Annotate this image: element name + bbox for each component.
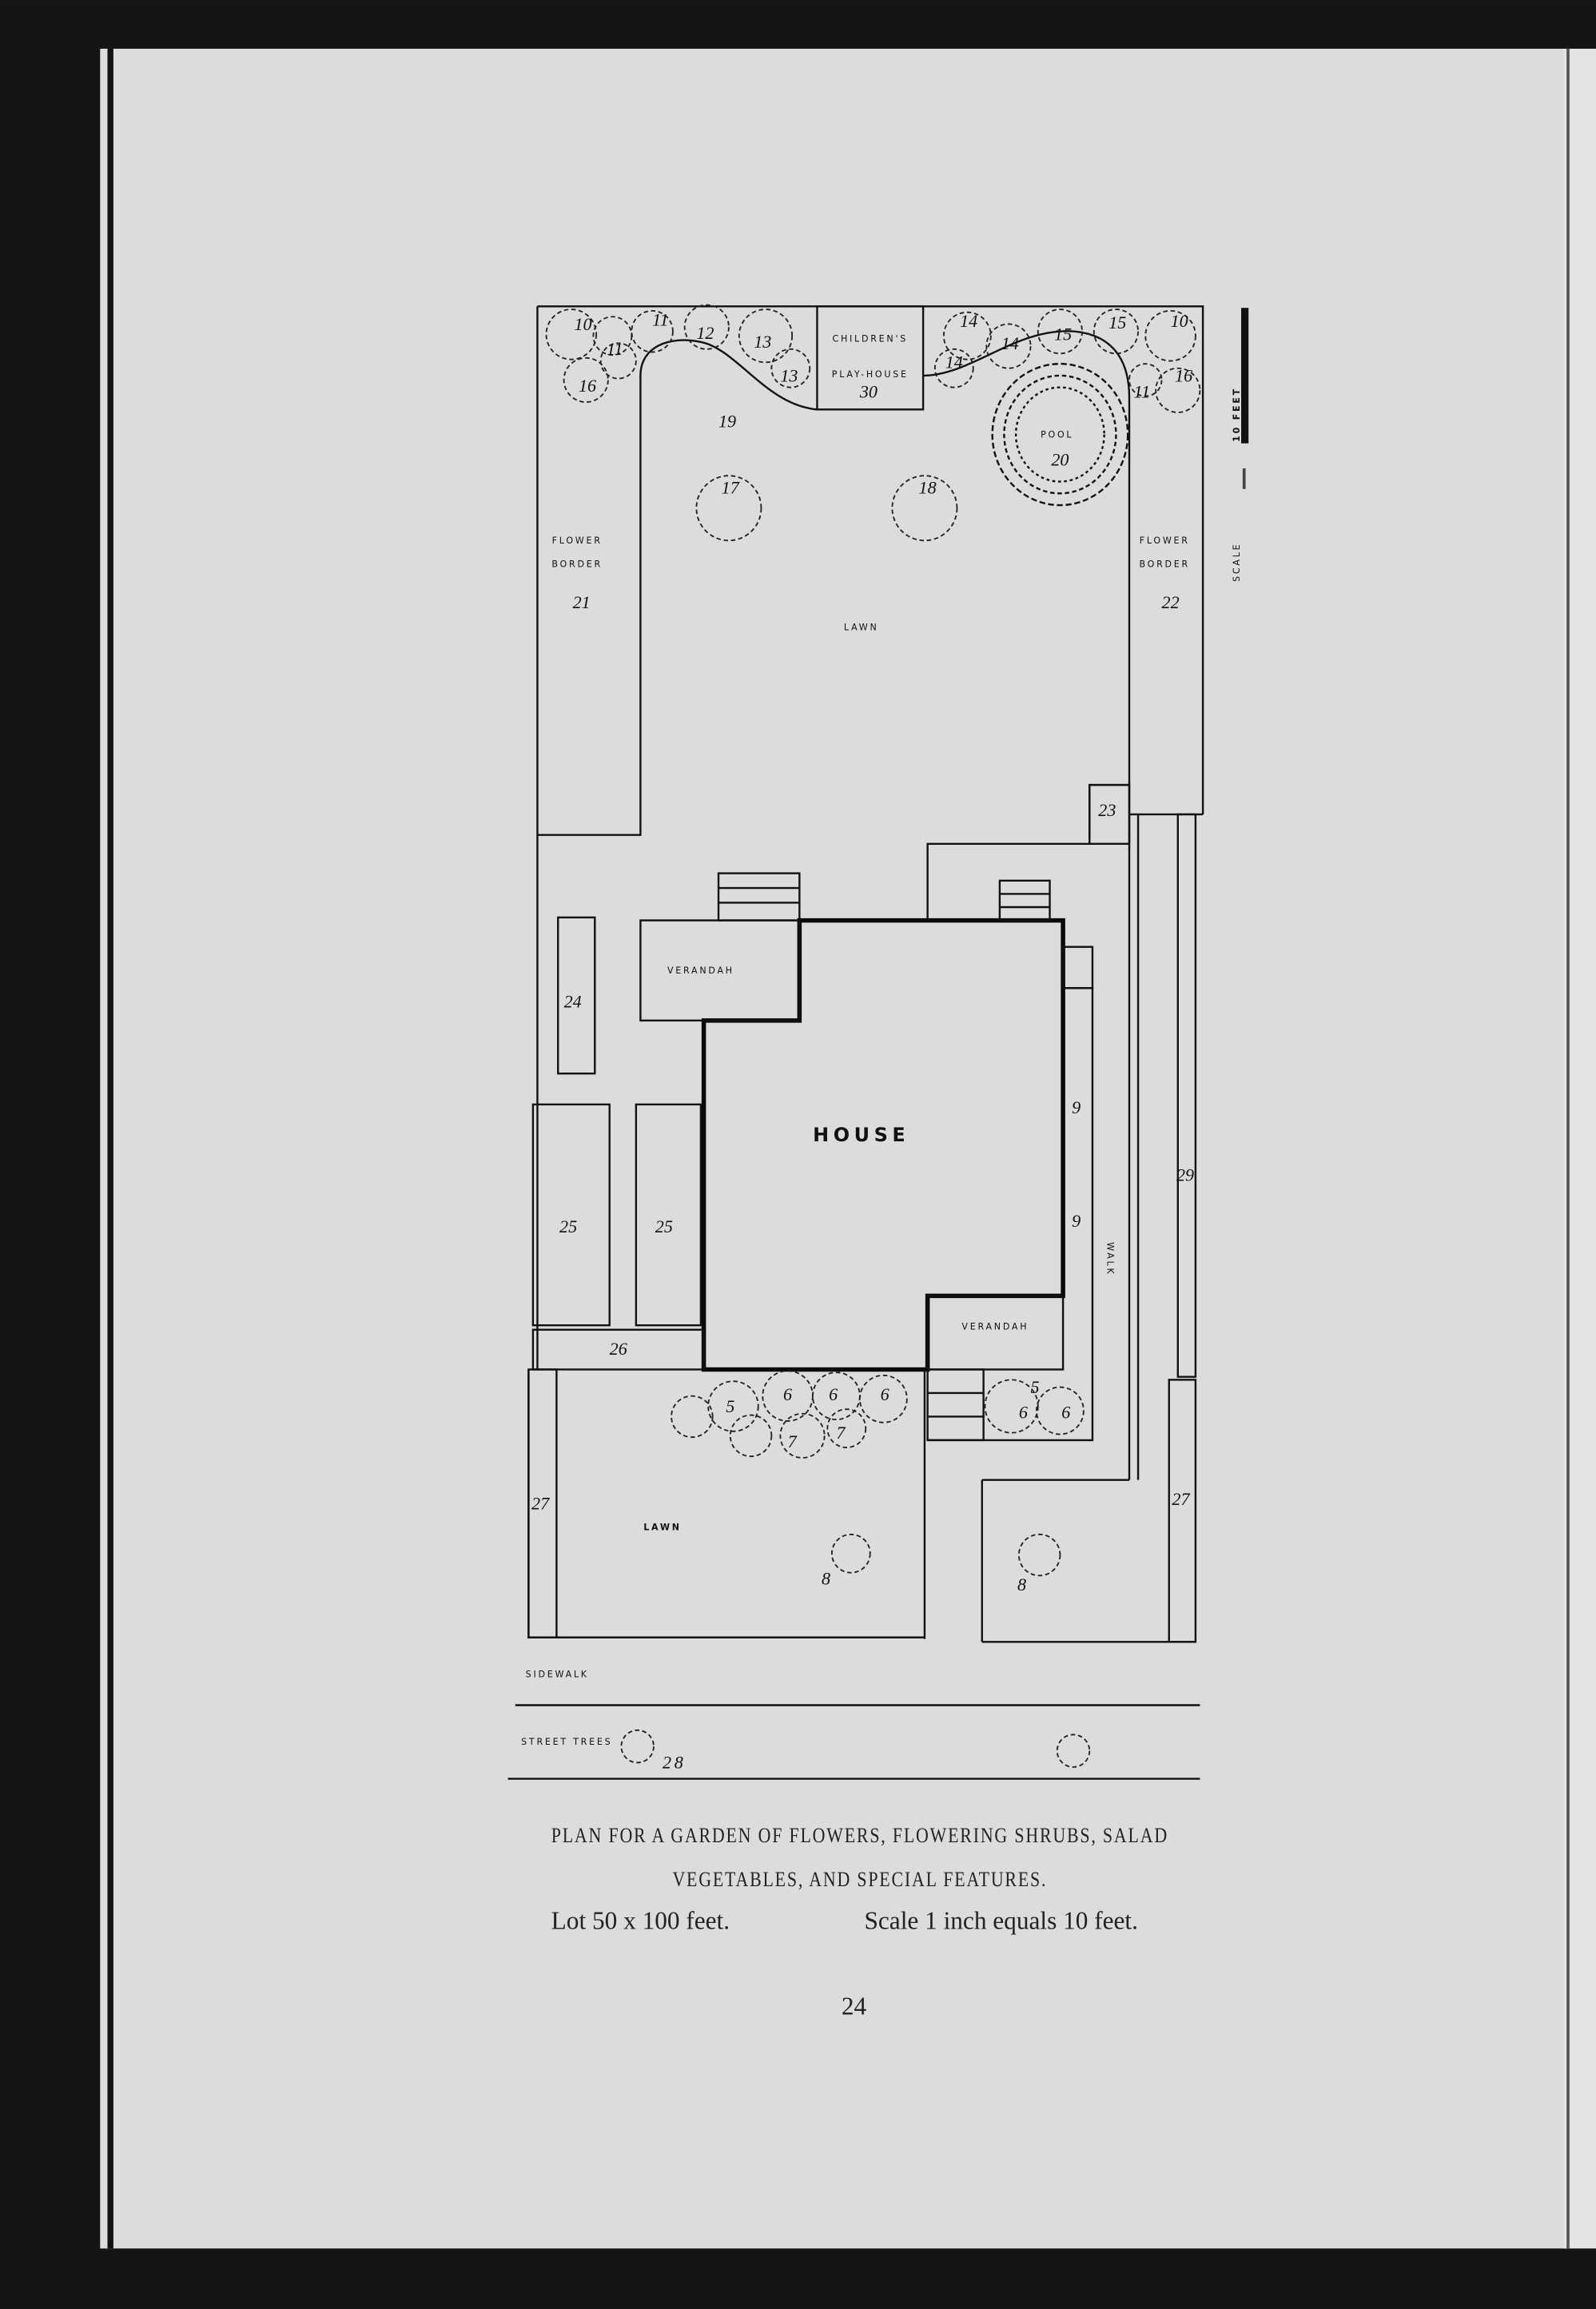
lawn-label: LAWN xyxy=(844,623,879,633)
caption-line-1: PLAN FOR A GARDEN OF FLOWERS, FLOWERING … xyxy=(551,1824,1168,1848)
plant-number: 15 xyxy=(1054,324,1072,344)
house-label: HOUSE xyxy=(813,1124,909,1146)
plant-number: 29 xyxy=(1176,1165,1194,1185)
plant-number: 6 xyxy=(1061,1402,1070,1422)
garden-plan: CHILDREN'S PLAY-HOUSE 30 POOL 20 FLOWER … xyxy=(507,304,1249,1780)
plant-number: 12 xyxy=(696,323,714,343)
pool-number: 20 xyxy=(1051,449,1069,469)
plant-number: 13 xyxy=(780,365,798,385)
walk-label: WALK xyxy=(1104,1242,1115,1276)
plant-number: 5 xyxy=(726,1396,734,1416)
plant-number: 6 xyxy=(783,1384,792,1404)
plant-number: 16 xyxy=(579,376,596,396)
plant-number: 11 xyxy=(607,339,623,359)
street-trees-label: STREET TREES xyxy=(521,1737,612,1747)
playhouse-label: CHILDREN'S xyxy=(832,334,908,344)
plant-number: 27 xyxy=(1172,1489,1190,1509)
sidewalk-label: SIDEWALK xyxy=(526,1669,589,1679)
plant-number: 10 xyxy=(574,314,591,334)
pool-label: POOL xyxy=(1041,429,1073,440)
flower-border-label: BORDER xyxy=(1139,559,1190,569)
bed-number: 22 xyxy=(1162,592,1180,612)
scale-feet-label: 10 FEET xyxy=(1232,387,1242,442)
page-paper xyxy=(100,48,1570,2249)
plant-number: 16 xyxy=(1175,365,1192,385)
verandah-right xyxy=(926,1295,1065,1371)
plant-number: 6 xyxy=(829,1384,838,1404)
plant-number: 26 xyxy=(610,1339,627,1359)
plant-number: 11 xyxy=(1134,382,1150,402)
plant-number: 23 xyxy=(1098,800,1116,820)
scale-bar xyxy=(1241,308,1249,444)
shrub-group xyxy=(545,304,1201,1768)
page-number: 24 xyxy=(842,1992,867,2020)
plant-number: 14 xyxy=(1001,333,1019,353)
plant-number: 7 xyxy=(836,1423,846,1443)
plant-numbers: 10 11 11 12 13 13 16 14 14 14 15 15 10 1… xyxy=(531,309,1194,1772)
plant-number: 6 xyxy=(881,1384,890,1404)
plant-number: 13 xyxy=(754,332,771,352)
caption-line-2: VEGETABLES, AND SPECIAL FEATURES. xyxy=(672,1868,1047,1892)
plant-number: 15 xyxy=(1108,313,1126,332)
plant-number: 19 xyxy=(718,411,736,431)
plant-number: 14 xyxy=(945,352,963,372)
caption: PLAN FOR A GARDEN OF FLOWERS, FLOWERING … xyxy=(551,1824,1168,2020)
plant-number: 9 xyxy=(1072,1097,1081,1117)
plant-number: 25 xyxy=(655,1216,673,1236)
pool xyxy=(991,363,1129,507)
plant-number: 27 xyxy=(531,1493,550,1513)
plant-number: 9 xyxy=(1072,1211,1081,1231)
plant-number: 6 xyxy=(1019,1402,1028,1422)
plant-number: 5 xyxy=(1031,1377,1040,1397)
flower-border-label: FLOWER xyxy=(552,535,603,546)
plant-number: 24 xyxy=(564,991,582,1011)
flower-border-label: FLOWER xyxy=(1140,535,1190,546)
plant-number: 17 xyxy=(722,477,740,497)
plant-number: 8 xyxy=(1017,1574,1026,1594)
plant-number: 25 xyxy=(559,1216,577,1236)
playhouse-number: 30 xyxy=(859,382,878,402)
playhouse xyxy=(816,305,925,411)
caption-scale: Scale 1 inch equals 10 feet. xyxy=(865,1907,1138,1935)
plant-number: 10 xyxy=(1171,311,1188,331)
page-margin-line xyxy=(107,48,113,2249)
verandah-label: VERANDAH xyxy=(961,1322,1029,1332)
plant-number: 8 xyxy=(822,1568,830,1588)
flower-border-label: BORDER xyxy=(551,559,603,569)
verandah-label: VERANDAH xyxy=(667,965,734,976)
caption-lot-size: Lot 50 x 100 feet. xyxy=(551,1907,730,1935)
lawn-label: LAWN xyxy=(643,1522,682,1532)
plant-number: 28 xyxy=(663,1753,686,1773)
scale-label: SCALE xyxy=(1232,543,1242,582)
plant-number: 14 xyxy=(960,311,977,331)
playhouse-label: PLAY-HOUSE xyxy=(832,369,909,380)
plant-number: 18 xyxy=(919,477,937,497)
plant-number: 11 xyxy=(652,309,668,329)
plant-number: 7 xyxy=(788,1431,798,1451)
bed-number: 21 xyxy=(573,592,591,612)
